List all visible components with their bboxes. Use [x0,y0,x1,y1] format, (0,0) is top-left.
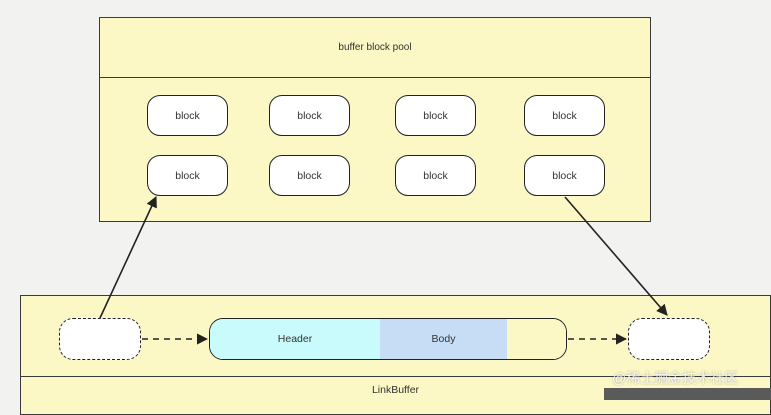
pool-block: block [395,155,476,196]
linkbuffer-label: LinkBuffer [371,384,420,396]
arrow-block-to-node [564,196,668,316]
video-thumbnail [604,388,771,400]
watermark-text: @稀土掘金技术社区 [612,370,739,386]
pool-block: block [147,95,228,136]
pool-title: buffer block pool [338,42,412,53]
pool-title-row: buffer block pool [100,18,650,78]
pool-block: block [269,155,350,196]
header-body-node: Header Body [209,318,567,360]
pool-block: block [524,155,605,196]
body-label: Body [431,333,456,345]
pool-block: block [395,95,476,136]
header-segment: Header [210,319,380,359]
placeholder-node-left [59,318,141,360]
pool-block: block [147,155,228,196]
header-label: Header [277,333,313,345]
pool-block: block [269,95,350,136]
arrows-layer [99,195,668,345]
arrow-node-to-block [99,195,157,319]
linkbuffer-divider [20,376,771,377]
body-segment: Body [380,319,507,359]
placeholder-node-right [628,318,710,360]
node-tail [507,319,566,359]
pool-block: block [524,95,605,136]
